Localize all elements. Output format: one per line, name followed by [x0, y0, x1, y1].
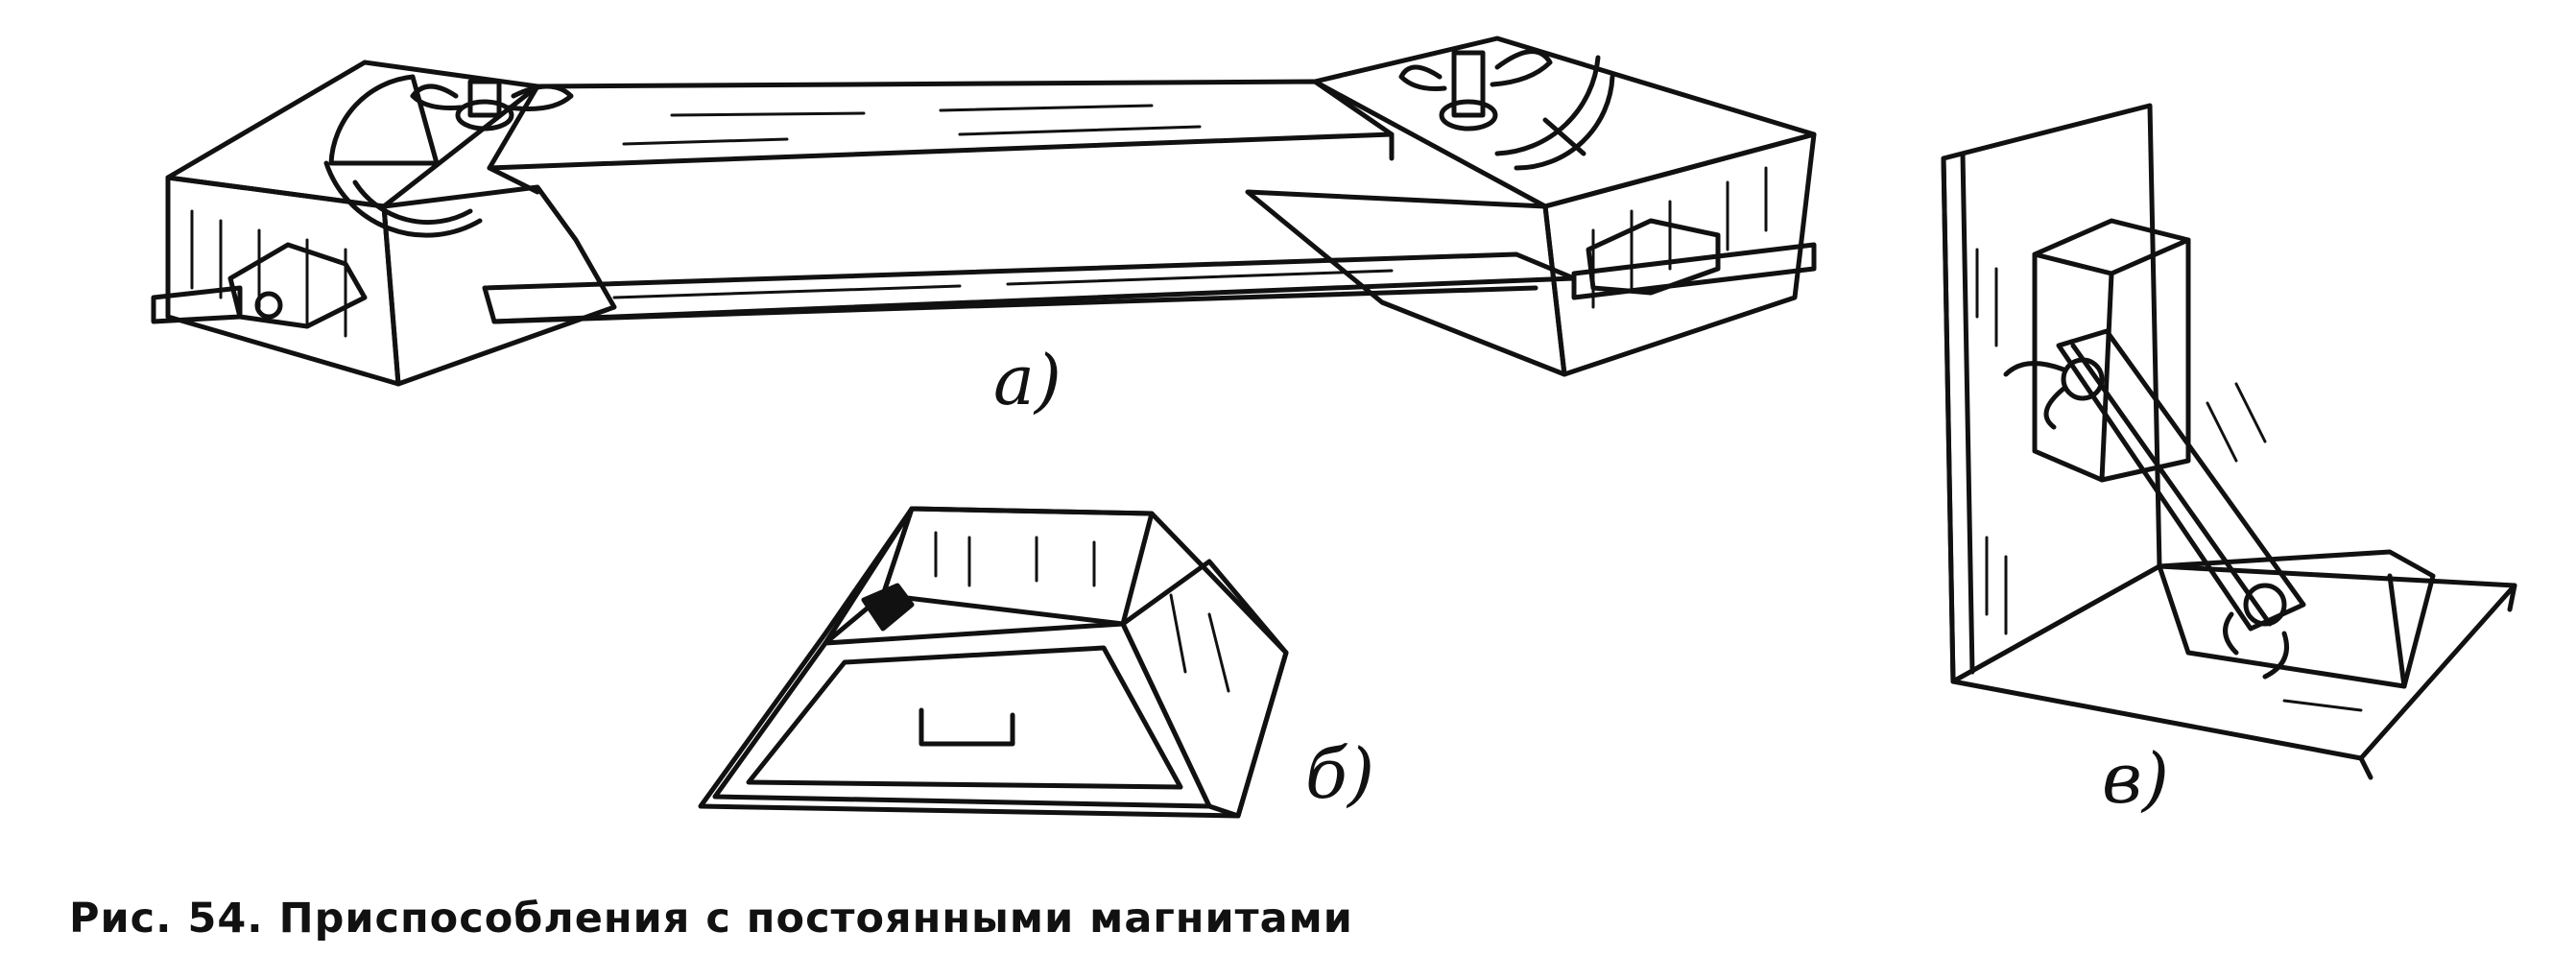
fixture-a-long-bar	[151, 36, 1817, 387]
fixture-b-tray	[698, 506, 1289, 819]
figure-label-c: в)	[2102, 738, 2169, 819]
figure-label-b: б)	[1305, 733, 1375, 814]
figure-caption: Рис. 54. Приспособления с постоянными ма…	[69, 895, 1353, 943]
figure-illustration	[151, 36, 2517, 819]
fixture-c-angle	[1941, 103, 2517, 780]
figure-label-a: а)	[993, 340, 1062, 420]
